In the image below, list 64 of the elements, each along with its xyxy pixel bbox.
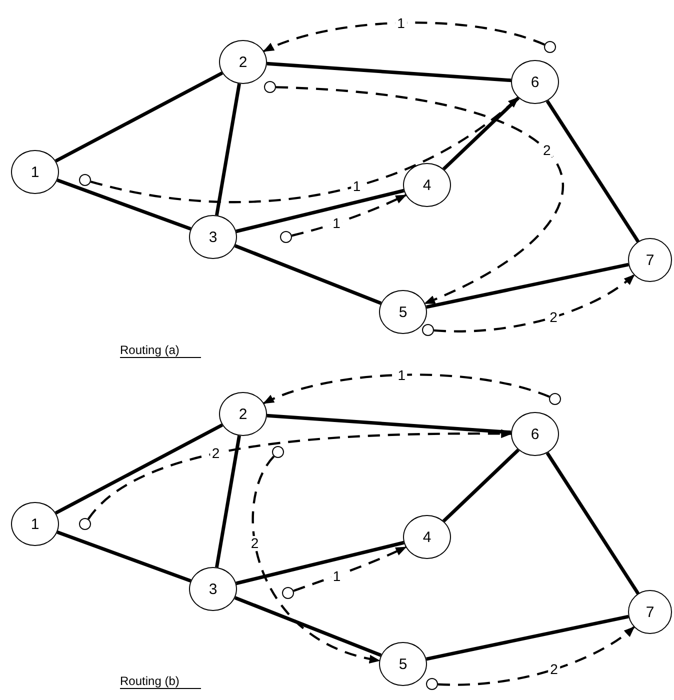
source-circle: [79, 518, 91, 530]
route-arrow: [252, 456, 380, 663]
node-circle: 5: [379, 290, 427, 334]
edge-label: 1: [330, 568, 343, 583]
route-arrow: [292, 194, 407, 237]
edge-label: 2: [548, 662, 560, 676]
route-arrow: [262, 374, 550, 404]
link-line: [236, 188, 404, 234]
edge-label: 1: [395, 16, 407, 30]
link-line: [56, 178, 192, 230]
route-arrow: [434, 274, 635, 332]
edge-label: 2: [210, 446, 222, 460]
node-circle: 3: [189, 215, 237, 259]
source-circle: [280, 231, 292, 243]
node-circle: 6: [511, 60, 559, 104]
link-line: [236, 540, 404, 586]
link-line: [266, 62, 512, 82]
source-circle: [264, 81, 276, 93]
route-arrow: [438, 626, 635, 686]
link-line: [215, 435, 241, 568]
source-circle: [544, 41, 556, 53]
source-circle: [549, 393, 561, 405]
node-circle: 2: [219, 392, 267, 436]
source-circle: [282, 587, 294, 599]
link-line: [215, 83, 241, 216]
node-circle: 7: [628, 590, 672, 634]
route-arrow: [293, 546, 407, 592]
link-line: [442, 448, 520, 522]
link-line: [546, 452, 640, 594]
link-line: [442, 96, 520, 170]
link-line: [56, 530, 192, 582]
node-circle: 1: [11, 150, 59, 194]
link-line: [426, 262, 629, 309]
node-circle: 6: [511, 412, 559, 456]
edge-label: 2: [548, 310, 560, 324]
node-circle: 3: [189, 567, 237, 611]
route-arrow: [276, 86, 564, 304]
node-circle: 4: [403, 163, 451, 207]
edge-label: 1: [330, 216, 342, 230]
route-arrow: [88, 429, 512, 520]
node-circle: 7: [628, 238, 672, 282]
source-circle: [422, 324, 434, 336]
edge-label: 2: [541, 143, 553, 158]
route-arrow: [262, 22, 545, 52]
link-line: [54, 423, 224, 515]
edge-label: 2: [248, 536, 261, 550]
routing-caption: Routing (b): [120, 674, 202, 689]
source-circle: [426, 678, 438, 690]
source-circle: [79, 174, 91, 186]
routing-caption: Routing (a): [120, 343, 202, 358]
node-circle: 5: [379, 642, 427, 686]
source-circle: [272, 446, 284, 458]
node-circle: 2: [219, 40, 267, 84]
node-circle: 1: [11, 502, 59, 546]
link-line: [234, 596, 382, 657]
link-line: [426, 614, 629, 661]
link-line: [266, 414, 512, 434]
edge-label: 1: [396, 368, 408, 382]
edge-label: 1: [350, 179, 363, 194]
route-arrow: [90, 96, 519, 204]
link-line: [54, 71, 224, 163]
link-line: [234, 244, 382, 305]
node-circle: 4: [403, 515, 451, 559]
link-line: [546, 100, 640, 242]
